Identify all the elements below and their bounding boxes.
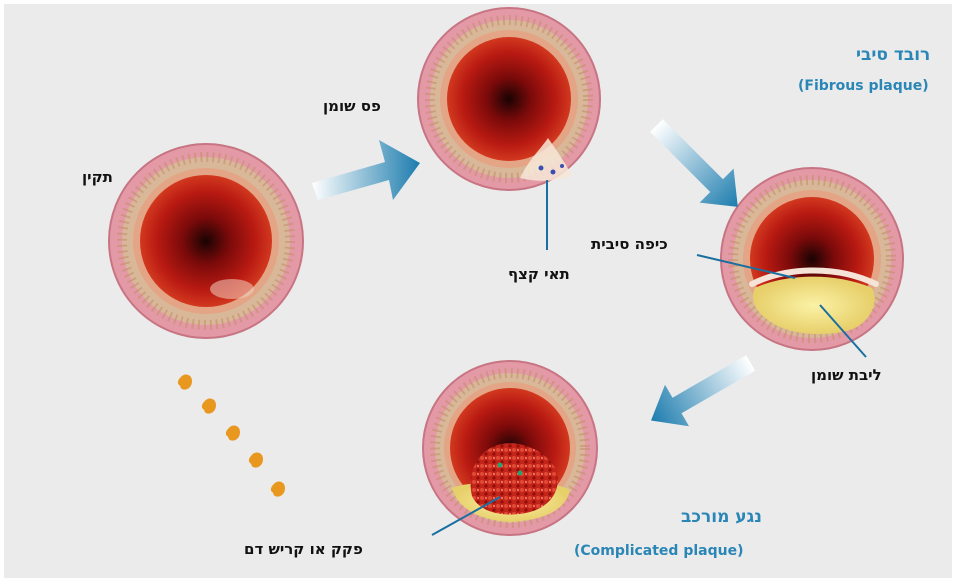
vessel-fibrous-plaque bbox=[721, 168, 903, 350]
vessel-normal bbox=[109, 144, 303, 338]
cell-icon bbox=[178, 374, 192, 389]
title-fibrous-plaque: רובד סיבי bbox=[856, 45, 930, 65]
label-foam-cells: תאי קצף bbox=[508, 265, 570, 283]
arrow-fibrous-to-complicated bbox=[639, 342, 763, 441]
label-fibrous-cap: כיפה סיבית bbox=[591, 235, 668, 253]
vessel-fatty-streak bbox=[418, 8, 600, 190]
label-thrombus: פקק או קריש דם bbox=[244, 540, 363, 558]
arrow-normal-to-fatty bbox=[312, 140, 420, 200]
cell-icon bbox=[249, 452, 263, 467]
vessel-complicated-plaque bbox=[423, 361, 597, 535]
foam-cell-dots bbox=[178, 374, 285, 496]
label-fatty-streak: פס שומן bbox=[323, 97, 381, 115]
cell-icon bbox=[202, 398, 216, 413]
cell-icon bbox=[271, 481, 285, 496]
cell-icon bbox=[226, 425, 240, 440]
label-normal: תקין bbox=[82, 168, 113, 186]
arrow-fatty-to-fibrous bbox=[640, 109, 755, 224]
subtitle-fibrous-plaque: (Fibrous plaque) bbox=[798, 78, 929, 94]
title-complicated-plaque: נגע מורכב bbox=[681, 507, 762, 527]
label-lipid-core: ליבת שומן bbox=[811, 366, 882, 384]
subtitle-complicated-plaque: (Complicated plaque) bbox=[574, 543, 743, 559]
